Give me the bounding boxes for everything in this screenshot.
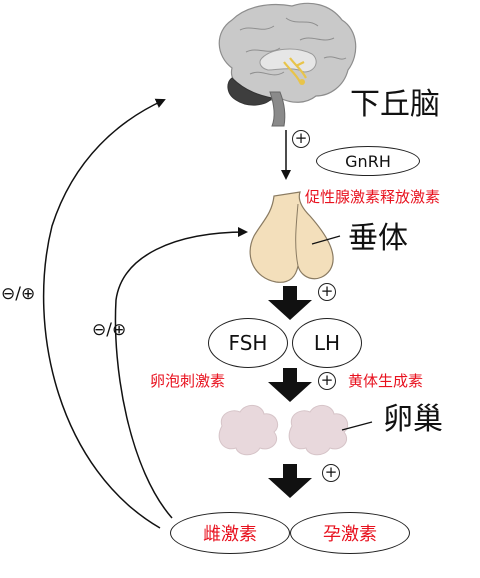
block-arrows [268, 286, 312, 498]
block-arrow-1 [268, 286, 312, 320]
pituitary-illustration [249, 191, 341, 283]
fsh-pill: FSH [208, 318, 288, 368]
plus-sign-gnrh: + [292, 130, 310, 148]
label-pituitary: 垂体 [348, 221, 408, 256]
feedback-sign-hypothalamus: ⊖/⊕ [1, 284, 36, 304]
plus-sign-ovary: + [322, 464, 340, 482]
plus-sign-pituitary: + [318, 283, 336, 301]
feedback-arrow-to-pituitary [114, 227, 248, 519]
block-arrow-3 [268, 464, 312, 498]
block-arrow-2 [268, 368, 312, 402]
progesterone-pill: 孕激素 [290, 512, 410, 554]
label-hypothalamus: 下丘脑 [350, 87, 440, 122]
lh-pill: LH [292, 318, 362, 368]
ovary-illustration [218, 405, 373, 456]
lh-full-name: 黄体生成素 [348, 372, 424, 390]
brain-illustration [218, 2, 357, 127]
plus-sign-gonadotropins: + [318, 372, 336, 390]
feedback-arrow-to-hypothalamus [42, 98, 166, 529]
gnrh-full-name: 促性腺激素释放激素 [305, 188, 441, 206]
fsh-full-name: 卵泡刺激素 [150, 372, 226, 390]
feedback-sign-pituitary: ⊖/⊕ [92, 320, 127, 340]
gnrh-pill: GnRH [316, 146, 420, 176]
estrogen-pill: 雌激素 [170, 512, 290, 554]
label-ovary: 卵巢 [383, 402, 443, 437]
